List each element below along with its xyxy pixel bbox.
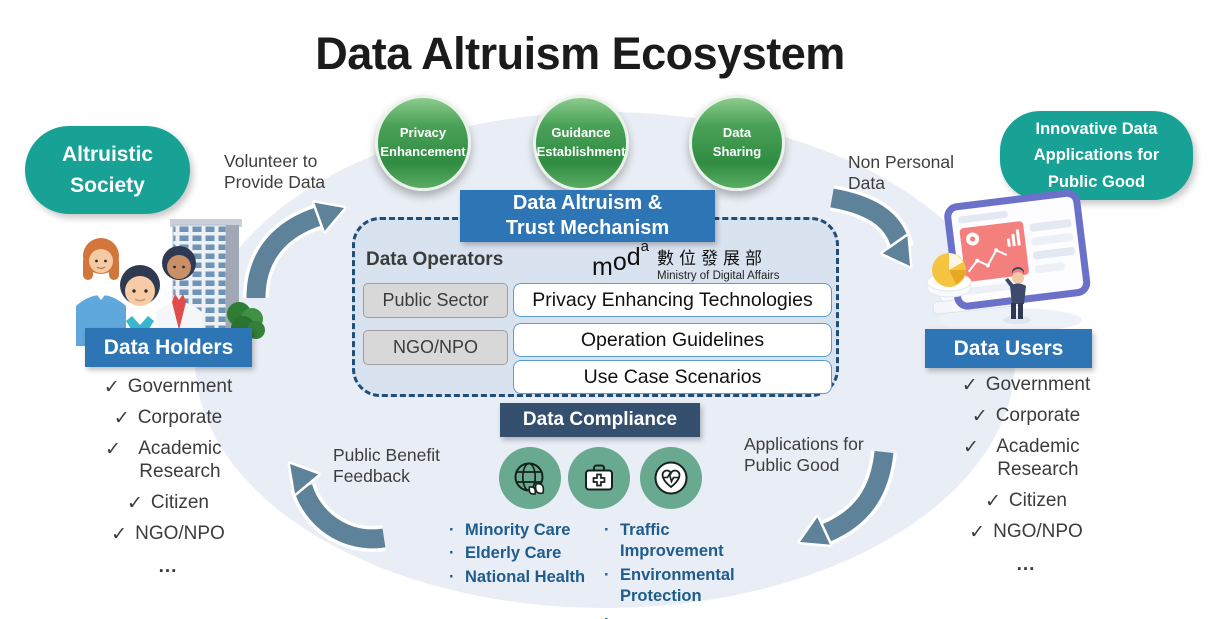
operator-ngo-npo: NGO/NPO — [363, 330, 508, 365]
check-icon: ✓ — [103, 377, 120, 398]
moda-english-name: Ministry of Digital Affairs — [656, 270, 780, 282]
checklist-item: ✓Government — [961, 374, 1091, 396]
use-cases-column-1: ·Minority Care ·Elderly Care ·National H… — [449, 520, 599, 590]
society-line: Altruistic — [61, 142, 153, 166]
bullet-icon: · — [604, 521, 610, 539]
check-icon: ✓ — [985, 490, 1001, 512]
checklist-item: ... — [158, 555, 178, 577]
page-title: Data Altruism Ecosystem — [315, 28, 845, 79]
use-case-item: ·......... — [604, 610, 789, 619]
dashboard-screen-icon — [944, 189, 1091, 310]
mechanism-item-guidelines: Operation Guidelines — [513, 323, 832, 357]
bullet-icon: · — [604, 565, 610, 584]
bullet-icon: · — [449, 567, 455, 586]
use-case-item: ·National Health — [449, 567, 599, 588]
pillar-label-line: Establishment — [536, 144, 626, 159]
moda-chinese-name: 數位發展部 — [656, 249, 767, 268]
use-case-item: ·Minority Care — [449, 520, 599, 541]
innovative-data-applications-box: Innovative Data Applications for Public … — [1000, 111, 1193, 200]
use-case-item: ·Elderly Care — [449, 543, 599, 564]
check-icon: ✓ — [971, 406, 988, 427]
data-users-illustration — [926, 189, 1091, 332]
data-compliance-banner: Data Compliance — [500, 403, 700, 437]
checklist-item: ✓Corporate — [113, 407, 223, 429]
society-line: Society — [70, 174, 145, 197]
globe-leaf-icon — [499, 447, 561, 509]
check-icon: ✓ — [113, 408, 130, 429]
mechanism-item-use-cases: Use Case Scenarios — [513, 360, 832, 394]
checklist-item: ✓Academic Research — [963, 436, 1080, 480]
data-altruism-trust-mechanism-banner: Data Altruism & Trust Mechanism — [460, 190, 715, 242]
use-case-item: ·Environmental Protection — [604, 565, 789, 608]
pillar-label-line: Guidance — [551, 125, 611, 141]
mechanism-item-pet: Privacy Enhancing Technologies — [513, 283, 832, 317]
heart-pulse-icon — [640, 447, 702, 509]
data-holders-banner: Data Holders — [85, 328, 252, 367]
pillar-label-line: Enhancement — [380, 144, 466, 159]
operator-public-sector: Public Sector — [363, 283, 508, 318]
first-aid-kit-icon — [568, 447, 630, 509]
checklist-item: ✓Government — [103, 376, 233, 398]
checklist-item: ✓Citizen — [985, 489, 1067, 512]
data-holders-illustration — [76, 219, 265, 346]
use-cases-column-2: ·Traffic Improvement ·Environmental Prot… — [604, 520, 789, 619]
bullet-icon: · — [604, 610, 612, 619]
check-icon: ✓ — [961, 375, 978, 396]
altruistic-society-box: Altruistic Society — [25, 126, 190, 214]
checklist-item: ✓Corporate — [971, 405, 1081, 427]
pie-chart-icon — [926, 253, 972, 298]
person-icon — [1003, 267, 1031, 324]
check-icon: ✓ — [111, 523, 128, 545]
pillar-label-line: Sharing — [712, 144, 762, 159]
pillar-data-sharing: Data Sharing — [689, 95, 785, 191]
pillar-label-line: Data — [722, 125, 752, 141]
data-holders-checklist: ✓Government ✓Corporate ✓Academic Researc… — [62, 376, 274, 586]
checklist-item: ... — [1016, 553, 1036, 575]
check-icon: ✓ — [969, 521, 986, 543]
check-icon: ✓ — [127, 492, 143, 514]
checklist-item: ✓Academic Research — [105, 438, 222, 482]
data-users-banner: Data Users — [925, 329, 1092, 368]
check-icon: ✓ — [105, 439, 121, 460]
pillar-guidance-establishment: Guidance Establishment — [533, 95, 629, 191]
man-with-tie-icon — [156, 246, 202, 346]
checklist-item: ✓NGO/NPO — [969, 520, 1083, 543]
pillar-label-line: Privacy — [399, 125, 447, 141]
volunteer-provide-data-label: Volunteer to Provide Data — [224, 151, 326, 192]
check-icon: ✓ — [963, 437, 979, 458]
checklist-item: ✓Citizen — [127, 491, 209, 514]
use-case-item: ·Traffic Improvement — [604, 520, 789, 563]
applications-for-public-good-label: Applications for Public Good — [744, 434, 864, 475]
public-benefit-feedback-label: Public Benefit Feedback — [333, 445, 441, 486]
pillar-privacy-enhancement: Privacy Enhancement — [375, 95, 471, 191]
moda-logo: m o d a 數位發展部 Ministry of Digital Affair… — [592, 238, 780, 282]
checklist-item: ✓NGO/NPO — [111, 522, 225, 545]
moda-wordmark: m o d a — [592, 238, 649, 281]
bullet-icon: · — [449, 521, 455, 539]
bullet-icon: · — [449, 544, 455, 563]
data-operators-label: Data Operators — [366, 249, 504, 270]
data-users-checklist: ✓Government ✓Corporate ✓Academic Researc… — [928, 374, 1124, 584]
